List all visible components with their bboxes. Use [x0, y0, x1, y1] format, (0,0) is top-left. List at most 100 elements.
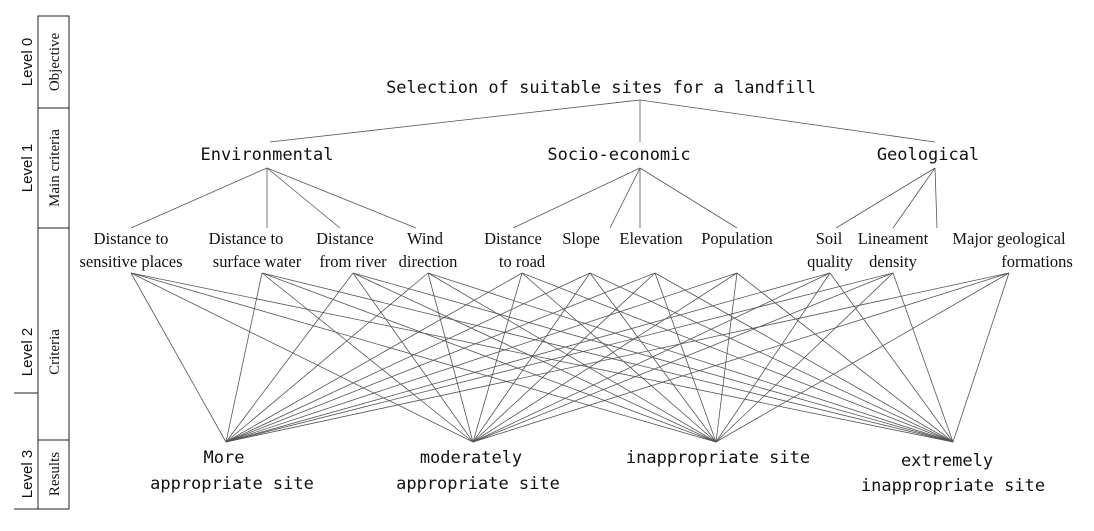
main-to-criterion-line: [934, 167, 938, 229]
criterion-to-result-line: [715, 272, 1010, 443]
criterion-label-line1: Wind: [407, 229, 444, 248]
criterion-to-result-line: [736, 272, 954, 443]
criterion-label-line1: Lineament: [858, 229, 929, 248]
level-2-label: Level 2: [19, 328, 36, 376]
result-label-line1: inappropriate site: [626, 448, 810, 468]
result-moderately-appropriate-site: moderately appropriate site: [396, 448, 560, 494]
result-label-line2: appropriate site: [396, 474, 560, 494]
criterion-to-result-line: [472, 272, 1010, 443]
criterion-population: Population: [701, 229, 773, 248]
criterion-slope: Slope: [562, 229, 600, 248]
criterion-to-result-line: [427, 272, 717, 443]
criterion-to-result-line: [261, 272, 474, 443]
criterion-label-line2: to road: [499, 252, 546, 271]
criterion-to-result-line: [261, 272, 954, 443]
criterion-label-line2: from river: [319, 252, 387, 271]
result-extremely-inappropriate-site: extremely inappropriate site: [861, 451, 1045, 496]
result-label-line2: inappropriate site: [861, 476, 1045, 496]
criterion-label-line2: surface water: [213, 252, 302, 271]
criterion-to-result-line: [225, 272, 591, 443]
main-criterion-environmental: Environmental: [200, 145, 333, 165]
criterion-label-line1: Distance to: [209, 229, 284, 248]
criterion-label-line2: density: [869, 252, 917, 271]
criterion-distance-to-surface-water: Distance to surface water: [209, 229, 302, 271]
criterion-to-result-line: [892, 272, 954, 443]
result-inappropriate-site: inappropriate site: [626, 448, 810, 468]
connector-lines: [130, 99, 1010, 443]
criterion-to-result-line: [589, 272, 954, 443]
criterion-soil-quality: Soil quality: [807, 229, 854, 271]
main-to-criterion-line: [266, 167, 341, 229]
criterion-to-result-line: [225, 272, 1010, 443]
criterion-to-result-line: [472, 272, 894, 443]
main-to-criterion-line: [512, 167, 641, 229]
criterion-to-result-line: [589, 272, 717, 443]
criterion-to-result-line: [952, 272, 1010, 443]
criterion-label-line2: formations: [1001, 252, 1073, 271]
criterion-to-result-line: [225, 272, 354, 443]
criterion-to-result-line: [130, 272, 474, 443]
criterion-to-result-line: [225, 272, 831, 443]
criterion-distance-to-sensitive-places: Distance to sensitive places: [79, 229, 182, 271]
main-to-criterion-line: [639, 167, 738, 229]
criterion-label-line1: Elevation: [619, 229, 682, 248]
objective-to-main-line: [639, 99, 936, 143]
criterion-distance-to-road: Distance to road: [484, 229, 546, 271]
criterion-to-result-line: [130, 272, 717, 443]
criterion-to-result-line: [521, 272, 954, 443]
criterion-to-result-line: [225, 272, 263, 443]
level-0-category: Objective: [47, 33, 63, 92]
result-label-line1: moderately: [420, 448, 522, 468]
criterion-to-result-line: [715, 272, 831, 443]
criterion-to-result-line: [715, 272, 738, 443]
criterion-label-line1: Distance: [316, 229, 374, 248]
result-label-line2: appropriate site: [150, 474, 314, 494]
result-label-line1: extremely: [901, 451, 993, 471]
criterion-elevation: Elevation: [619, 229, 682, 248]
criterion-label-line1: Distance to: [94, 229, 169, 248]
criterion-distance-from-river: Distance from river: [316, 229, 387, 271]
criterion-to-result-line: [427, 272, 954, 443]
main-to-criterion-line: [835, 167, 936, 229]
criterion-label-line2: quality: [807, 252, 854, 271]
criterion-wind-direction: Wind direction: [399, 229, 458, 271]
criterion-to-result-line: [261, 272, 717, 443]
result-label-line1: More: [204, 448, 245, 468]
level-3-category: Results: [47, 452, 63, 496]
criterion-label-line2: sensitive places: [79, 252, 182, 271]
level-1-category: Main criteria: [47, 129, 63, 207]
criterion-label-line2: direction: [399, 252, 458, 271]
level-0-label: Level 0: [19, 38, 36, 86]
criterion-major-geological-formations: Major geological formations: [952, 229, 1072, 271]
criterion-to-result-line: [472, 272, 591, 443]
criterion-label-line1: Slope: [562, 229, 600, 248]
level-2-category: Criteria: [47, 329, 63, 375]
criterion-to-result-line: [352, 272, 474, 443]
criterion-to-result-line: [130, 272, 227, 443]
criterion-to-result-line: [472, 272, 656, 443]
main-to-criterion-line: [266, 167, 417, 229]
criterion-to-result-line: [472, 272, 738, 443]
criterion-to-result-line: [130, 272, 954, 443]
criterion-label-line1: Population: [701, 229, 773, 248]
criterion-lineament-density: Lineament density: [858, 229, 929, 271]
level-sidebar: [14, 15, 70, 510]
criterion-to-result-line: [352, 272, 717, 443]
criterion-label-line1: Distance: [484, 229, 542, 248]
main-to-criterion-line: [609, 167, 641, 229]
criterion-to-result-line: [225, 272, 894, 443]
criterion-to-result-line: [225, 272, 656, 443]
level-1-label: Level 1: [19, 144, 36, 192]
main-criterion-socio-economic: Socio-economic: [547, 145, 690, 165]
criterion-to-result-line: [225, 272, 738, 443]
criterion-label-line1: Soil: [816, 229, 843, 248]
criterion-to-result-line: [654, 272, 717, 443]
criterion-to-result-line: [829, 272, 954, 443]
main-to-criterion-line: [892, 167, 936, 229]
criterion-to-result-line: [225, 272, 523, 443]
level-3-label: Level 3: [19, 450, 36, 498]
criterion-label-line1: Major geological: [952, 229, 1066, 248]
objective-to-main-line: [269, 99, 641, 143]
criterion-to-result-line: [427, 272, 474, 443]
